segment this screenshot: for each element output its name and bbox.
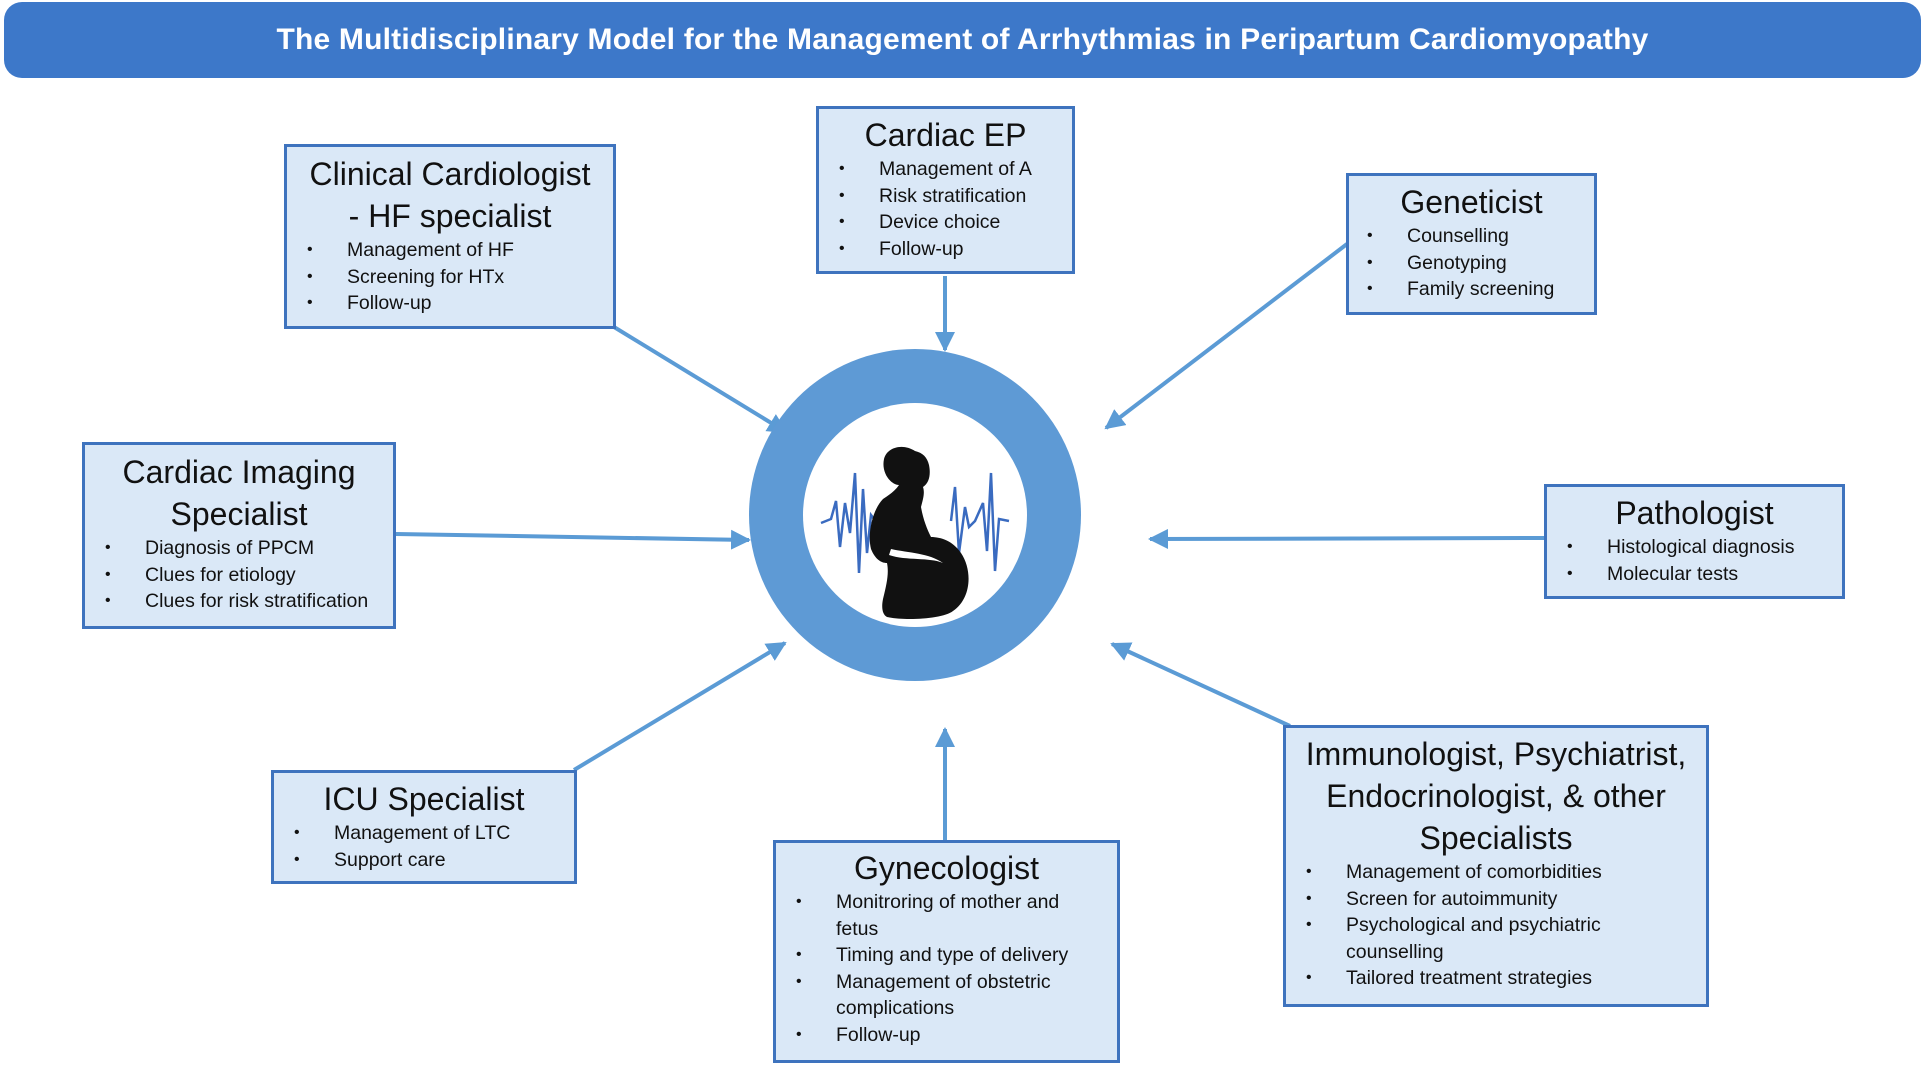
other-specialists-list: Management of comorbidities Screen for a… <box>1286 859 1706 992</box>
arrow-clinical <box>612 325 788 434</box>
diagram-title: The Multidisciplinary Model for the Mana… <box>276 23 1649 56</box>
list-item: Risk stratification <box>839 183 1072 210</box>
list-item: Psychological and psychiatric <box>1306 912 1706 939</box>
list-item: Timing and type of delivery <box>796 942 1117 969</box>
list-item: Management of A <box>839 156 1072 183</box>
list-item: counselling <box>1346 940 1444 963</box>
icu-specialist-list: Management of LTC Support care <box>274 820 574 873</box>
gynecologist-box: Gynecologist Monitroring of mother and f… <box>773 840 1120 1063</box>
list-item: Management of obstetric <box>796 969 1117 996</box>
list-item: Follow-up <box>796 1022 1117 1049</box>
geneticist-list: Counselling Genotyping Family screening <box>1349 223 1594 303</box>
pregnant-woman-heartbeat-icon <box>820 446 1010 619</box>
list-item: complications <box>836 997 955 1019</box>
clinical-cardiologist-list: Management of HF Screening for HTx Follo… <box>287 237 613 317</box>
list-item: Follow-up <box>839 236 1072 263</box>
arrow-pathologist <box>1148 528 1546 549</box>
arrow-imaging <box>395 529 751 550</box>
gynecologist-title: Gynecologist <box>854 850 1039 886</box>
cardiac-ep-title: Cardiac EP <box>864 117 1027 153</box>
other-specialists-box: Immunologist, Psychiatrist, Endocrinolog… <box>1283 725 1709 1007</box>
cardiac-imaging-list: Diagnosis of PPCM Clues for etiology Clu… <box>85 535 393 615</box>
list-item: Histological diagnosis <box>1567 534 1842 561</box>
list-item: Management of HF <box>307 237 613 264</box>
list-item: Family screening <box>1367 276 1594 303</box>
pathologist-box: Pathologist Histological diagnosis Molec… <box>1544 484 1845 599</box>
list-item: Monitroring of mother and <box>796 889 1117 916</box>
list-item: Genotyping <box>1367 250 1594 277</box>
cardiac-imaging-box: Cardiac Imaging Specialist Diagnosis of … <box>82 442 396 629</box>
arrow-geneticist <box>1104 242 1349 430</box>
gynecologist-list: Monitroring of mother and fetus Timing a… <box>776 889 1117 1048</box>
pathologist-title: Pathologist <box>1615 495 1774 531</box>
other-specialists-title: Immunologist, Psychiatrist, Endocrinolog… <box>1305 736 1687 856</box>
cardiac-imaging-title: Cardiac Imaging Specialist <box>122 454 356 532</box>
arrow-icu <box>572 641 787 772</box>
list-item: Molecular tests <box>1567 561 1842 588</box>
geneticist-box: Geneticist Counselling Genotyping Family… <box>1346 173 1597 315</box>
list-item: Follow-up <box>307 290 613 317</box>
arrow-others <box>1110 642 1291 728</box>
list-item: Screen for autoimmunity <box>1306 886 1706 913</box>
geneticist-title: Geneticist <box>1400 184 1543 220</box>
list-item: Management of LTC <box>294 820 574 847</box>
list-item: Clues for risk stratification <box>105 588 393 615</box>
list-item: Management of comorbidities <box>1306 859 1706 886</box>
cardiac-ep-box: Cardiac EP Management of A Risk stratifi… <box>816 106 1075 274</box>
pathologist-list: Histological diagnosis Molecular tests <box>1547 534 1842 587</box>
list-item: fetus <box>836 917 879 940</box>
title-banner: The Multidisciplinary Model for the Mana… <box>4 2 1921 78</box>
list-item: Support care <box>294 847 574 874</box>
cardiac-ep-list: Management of A Risk stratification Devi… <box>819 156 1072 262</box>
list-item: Counselling <box>1367 223 1594 250</box>
list-item: Diagnosis of PPCM <box>105 535 393 562</box>
icu-specialist-title: ICU Specialist <box>323 781 525 817</box>
clinical-cardiologist-title: Clinical Cardiologist - HF specialist <box>309 156 591 234</box>
list-item: Device choice <box>839 209 1072 236</box>
icu-specialist-box: ICU Specialist Management of LTC Support… <box>271 770 577 884</box>
clinical-cardiologist-box: Clinical Cardiologist - HF specialist Ma… <box>284 144 616 329</box>
list-item: Screening for HTx <box>307 264 613 291</box>
list-item: Tailored treatment strategies <box>1306 965 1706 992</box>
list-item: Clues for etiology <box>105 562 393 589</box>
